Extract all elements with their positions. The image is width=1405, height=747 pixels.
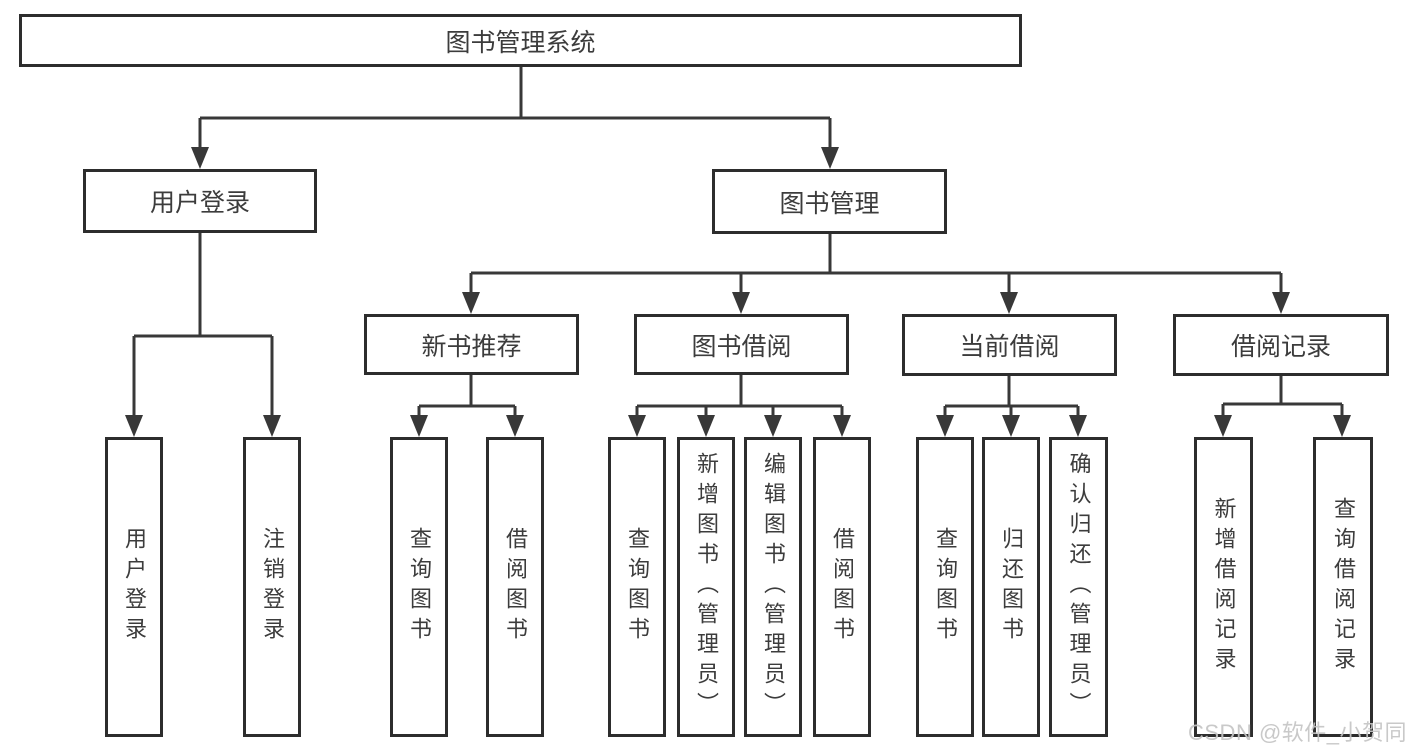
node-current-borrow: 当前借阅 [902, 314, 1117, 376]
leaf-query-books-3: 查询图书 [916, 437, 974, 737]
node-user-login: 用户登录 [83, 169, 317, 233]
leaf-query-books-3-label: 查询图书 [933, 527, 958, 647]
leaf-query-books-2: 查询图书 [608, 437, 666, 737]
leaf-return-books-label: 归还图书 [999, 527, 1024, 647]
node-current-borrow-label: 当前借阅 [959, 333, 1060, 361]
leaf-query-borrow-record-label: 查询借阅记录 [1331, 497, 1356, 677]
node-library-system-label: 图书管理系统 [445, 28, 596, 57]
watermark-text: CSDN @软件_小贺同学 [1188, 720, 1405, 745]
leaf-edit-book-admin: 编辑图书（管理员） [744, 437, 802, 737]
node-book-management-label: 图书管理 [779, 189, 880, 218]
node-book-borrow: 图书借阅 [634, 314, 849, 375]
leaf-confirm-return-admin: 确认归还（管理员） [1049, 437, 1108, 737]
node-book-borrow-label: 图书借阅 [691, 332, 792, 361]
leaf-logout-label: 注销登录 [260, 527, 285, 647]
leaf-borrow-books-1-label: 借阅图书 [503, 527, 528, 647]
node-borrow-records-label: 借阅记录 [1230, 333, 1331, 361]
leaf-query-books-2-label: 查询图书 [625, 527, 650, 647]
leaf-logout: 注销登录 [243, 437, 301, 737]
leaf-borrow-books-1: 借阅图书 [486, 437, 544, 737]
leaf-add-book-admin-label: 新增图书（管理员） [694, 452, 719, 722]
leaf-borrow-books-2-label: 借阅图书 [830, 527, 855, 647]
leaf-user-login-label: 用户登录 [122, 527, 147, 647]
leaf-edit-book-admin-label: 编辑图书（管理员） [761, 452, 786, 722]
node-borrow-records: 借阅记录 [1173, 314, 1389, 376]
node-new-book-recommend: 新书推荐 [364, 314, 579, 375]
node-user-login-label: 用户登录 [149, 189, 250, 217]
node-book-management: 图书管理 [712, 169, 947, 234]
leaf-user-login: 用户登录 [105, 437, 163, 737]
leaf-query-books-1: 查询图书 [390, 437, 448, 737]
leaf-query-books-1-label: 查询图书 [407, 527, 432, 647]
node-new-book-recommend-label: 新书推荐 [421, 332, 522, 361]
leaf-add-borrow-record-label: 新增借阅记录 [1211, 497, 1237, 677]
leaf-return-books: 归还图书 [982, 437, 1040, 737]
leaf-add-borrow-record: 新增借阅记录 [1194, 437, 1253, 737]
leaf-borrow-books-2: 借阅图书 [813, 437, 871, 737]
leaf-add-book-admin: 新增图书（管理员） [677, 437, 735, 737]
node-library-system: 图书管理系统 [19, 14, 1022, 67]
leaf-confirm-return-admin-label: 确认归还（管理员） [1066, 452, 1092, 722]
leaf-query-borrow-record: 查询借阅记录 [1313, 437, 1373, 737]
